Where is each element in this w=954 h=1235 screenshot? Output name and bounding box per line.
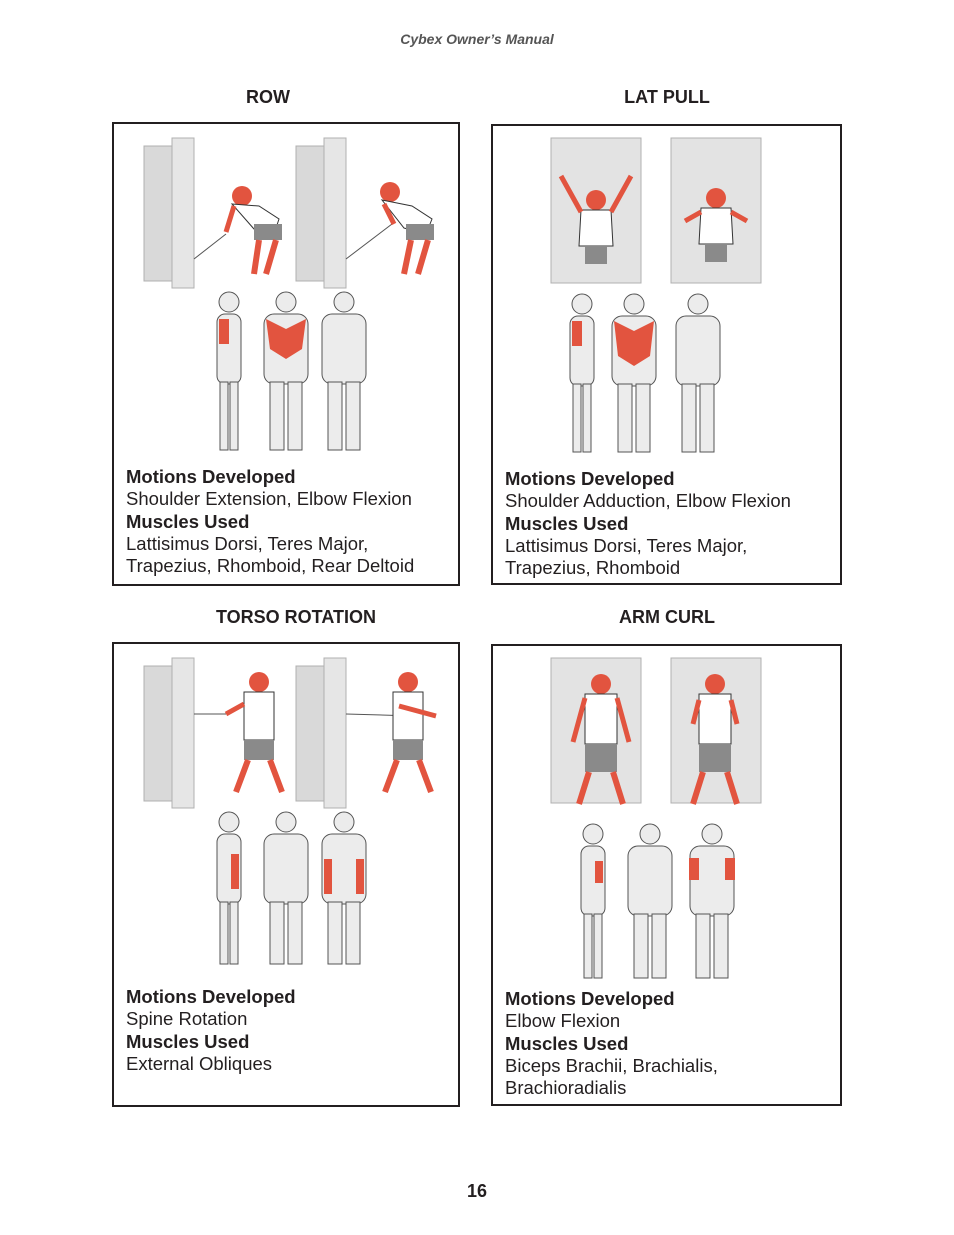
torso-rotation-illustration [143,657,437,965]
motions-value: Spine Rotation [126,1008,248,1030]
highlighted-muscles-icon [231,854,364,894]
highlighted-muscles-icon [572,321,654,366]
muscle-chart-icon [569,293,721,453]
muscles-value-line1: Lattisimus Dorsi, Teres Major, [126,532,369,554]
motions-value: Shoulder Adduction, Elbow Flexion [505,490,791,512]
exercise-card-lat-pull: Motions Developed Shoulder Adduction, El… [491,124,842,585]
exercise-card-torso-rotation: Motions Developed Spine Rotation Muscles… [112,642,460,1107]
muscles-label: Muscles Used [505,512,629,534]
exercise-title-arm-curl: ARM CURL [619,607,715,627]
muscles-value-line1: Biceps Brachii, Brachialis, [505,1054,718,1076]
athlete-figure-icon [224,672,437,794]
motions-value: Shoulder Extension, Elbow Flexion [126,488,412,510]
motions-label: Motions Developed [126,466,296,487]
lat-pull-illustration [550,137,762,453]
exercise-description: Motions Developed Shoulder Adduction, El… [505,468,791,579]
motions-label: Motions Developed [505,468,675,489]
exercise-description: Motions Developed Elbow Flexion Muscles … [505,988,718,1099]
running-header: Cybex Owner’s Manual [400,31,554,47]
muscles-value-line2: Trapezius, Rhomboid [505,557,681,579]
cable-machine-icon [143,657,415,809]
athlete-figure-icon [223,182,434,275]
muscle-chart-icon [580,823,735,979]
motions-label: Motions Developed [505,988,675,1009]
muscles-value-line2: Brachioradialis [505,1077,627,1099]
muscle-chart-icon [216,291,367,451]
muscles-value-line2: Trapezius, Rhomboid, Rear Deltoid [126,555,415,577]
muscles-label: Muscles Used [505,1032,629,1054]
exercise-description: Motions Developed Spine Rotation Muscles… [126,986,296,1075]
exercise-card-arm-curl: Motions Developed Elbow Flexion Muscles … [491,644,842,1106]
exercise-description: Motions Developed Shoulder Extension, El… [126,466,414,577]
muscles-label: Muscles Used [126,1030,250,1052]
exercise-title-lat-pull: LAT PULL [624,87,710,107]
motions-value: Elbow Flexion [505,1010,621,1032]
highlighted-muscles-icon [219,319,306,359]
exercise-title-row: ROW [246,87,290,107]
row-illustration [143,137,434,451]
muscles-value-line1: External Obliques [126,1052,273,1074]
exercise-card-row: Motions Developed Shoulder Extension, El… [112,122,460,586]
arm-curl-illustration [550,657,762,979]
muscles-label: Muscles Used [126,510,250,532]
motions-label: Motions Developed [126,986,296,1007]
athlete-figure-icon [558,174,749,264]
athlete-figure-icon [570,674,740,805]
muscle-chart-icon [216,811,367,965]
muscles-value-line1: Lattisimus Dorsi, Teres Major, [505,534,748,556]
page-number: 16 [466,1181,488,1201]
highlighted-muscles-icon [595,858,735,883]
exercise-title-torso-rotation: TORSO ROTATION [216,607,376,627]
cable-machine-icon [143,137,393,289]
